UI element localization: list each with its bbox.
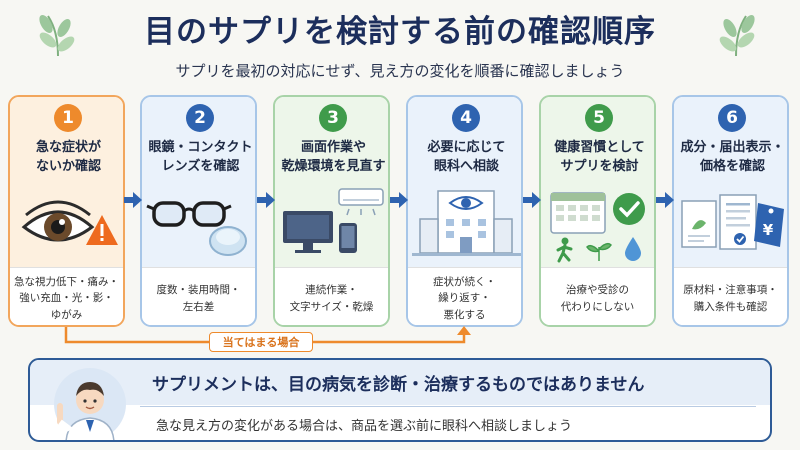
step-card-2: 2 眼鏡・コンタクト レンズを確認 度数・装用時間・ 左右差 — [140, 95, 257, 327]
leaf-decoration-icon — [39, 14, 75, 57]
glasses-contact-lens-icon — [146, 201, 247, 256]
step-title: 健康習慣として サプリを検討 — [554, 140, 645, 174]
step-number: 5 — [585, 104, 613, 132]
svg-text:¥: ¥ — [763, 221, 774, 239]
document-price-tag-icon: ¥ — [681, 194, 784, 250]
arrow-right-icon — [390, 192, 408, 208]
step-number: 3 — [319, 104, 347, 132]
step-title: 必要に応じて 眼科へ相談 — [427, 140, 506, 174]
arrow-right-icon — [257, 192, 275, 208]
step-title: 眼鏡・コンタクト レンズを確認 — [148, 140, 253, 174]
calendar-check-icon — [550, 192, 645, 263]
step-number: 6 — [718, 104, 746, 132]
step-note: 原材料・注意事項・ 購入条件も確認 — [674, 267, 787, 325]
arrow-right-icon — [124, 192, 142, 208]
step-note: 急な視力低下・痛み・ 強い充血・光・影・ ゆがみ — [10, 267, 123, 325]
step-card-4: 4 必要に応じて 眼科へ相談 症状が続く・ 繰り返す・ 悪化する — [406, 95, 523, 327]
branch-label: 当てはまる場合 — [209, 332, 313, 352]
step-number: 4 — [452, 104, 480, 132]
step-title: 急な症状が ないか確認 — [35, 140, 101, 174]
notice-sub-text: 急な見え方の変化がある場合は、商品を選ぶ前に眼科へ相談しましょう — [156, 419, 573, 434]
step-card-5: 5 健康習慣として サプリを検討 治療や受診の 代わりにしない — [539, 95, 656, 327]
step-title: 成分・届出表示・ 価格を確認 — [680, 140, 785, 174]
step-number: 1 — [54, 104, 82, 132]
step-note: 度数・装用時間・ 左右差 — [142, 267, 255, 325]
monitor-aircon-icon — [283, 188, 384, 253]
step-title: 画面作業や 乾燥環境を見直す — [281, 140, 386, 174]
arrow-right-icon — [656, 192, 674, 208]
eye-warning-icon — [21, 200, 118, 245]
page-title: 目のサプリを検討する前の確認順序 — [144, 14, 656, 50]
step-note: 症状が続く・ 繰り返す・ 悪化する — [408, 267, 521, 325]
step-card-6: 6 成分・届出表示・ 価格を確認 ¥ 原材料・注意事項・ 購入条件も確認 — [672, 95, 789, 327]
doctor-icon — [54, 368, 126, 440]
step-number: 2 — [186, 104, 214, 132]
step-note: 治療や受診の 代わりにしない — [541, 267, 654, 325]
page-subtitle: サプリを最初の対応にせず、見え方の変化を順番に確認しましょう — [175, 62, 625, 80]
notice-box: サプリメントは、目の病気を診断・治療するものではありません 急な見え方の変化があ… — [28, 358, 772, 442]
step-card-1: 1 急な症状が ないか確認 急な視力低下・痛み・ 強い充血・光・影・ ゆがみ — [8, 95, 125, 327]
notice-main-text: サプリメントは、目の病気を診断・治療するものではありません — [152, 375, 645, 395]
leaf-decoration-icon — [719, 14, 755, 57]
step-card-3: 3 画面作業や 乾燥環境を見直す 連続作業・ 文字サイズ・乾燥 — [273, 95, 390, 327]
arrow-right-icon — [523, 192, 541, 208]
step-note: 連続作業・ 文字サイズ・乾燥 — [275, 267, 388, 325]
eye-clinic-icon — [412, 190, 521, 256]
